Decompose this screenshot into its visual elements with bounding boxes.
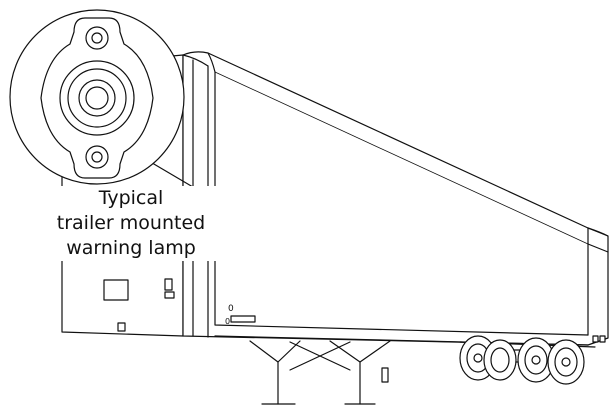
wheel-rear-inner — [547, 339, 585, 385]
front-latch-upper — [164, 278, 173, 291]
landing-gear — [249, 340, 391, 405]
lamp-caption: Typical trailer mounted warning lamp — [18, 186, 244, 261]
front-small-box — [117, 322, 126, 332]
wheel-front-inner — [483, 339, 517, 381]
caption-line-2: trailer mounted — [56, 212, 206, 234]
front-placard — [103, 279, 129, 301]
tail-light-right — [599, 335, 606, 343]
front-latch-lower — [164, 291, 175, 299]
caption-line-3: warning lamp — [66, 237, 196, 259]
nose-mark: 0 — [228, 304, 234, 314]
rear-axle-group — [459, 335, 596, 385]
side-placard — [230, 315, 256, 323]
trailer-side-body: 0 0 — [182, 51, 609, 346]
placard-mark: 0 — [225, 317, 230, 326]
lamp-detail-callout — [9, 9, 185, 185]
wheel-rear-outer — [517, 337, 555, 383]
tail-light-left — [592, 335, 599, 343]
caption-line-1: Typical — [98, 187, 164, 209]
